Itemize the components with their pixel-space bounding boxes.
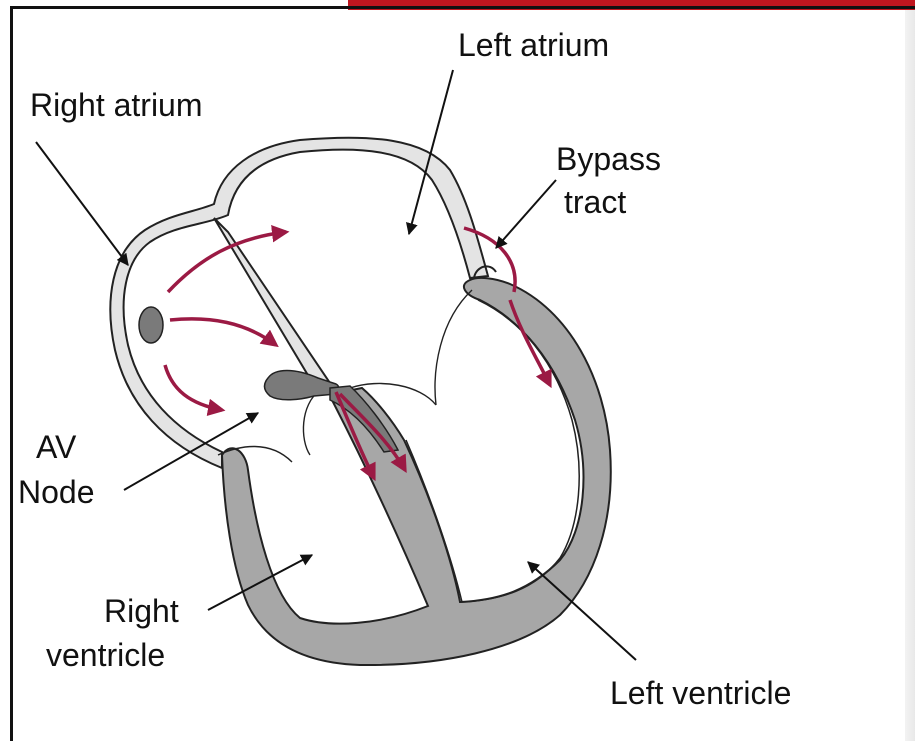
atrial-wall (110, 138, 488, 468)
leader-bypass-tract (496, 180, 556, 248)
label-right-atrium: Right atrium (30, 87, 203, 123)
label-av-line1: AV (36, 429, 77, 465)
ventricular-muscle (222, 278, 611, 665)
conduction-arrow (170, 319, 276, 345)
label-bypass-line1: Bypass (556, 141, 661, 177)
label-av-line2: Node (18, 474, 95, 510)
valve-leaflets (218, 290, 472, 462)
label-rv-line1: Right (104, 593, 179, 629)
conduction-arrow (165, 365, 222, 410)
label-left-ventricle: Left ventricle (610, 675, 791, 711)
leader-right-atrium (36, 142, 128, 265)
conduction-arrows (165, 228, 550, 478)
label-bypass-line2: tract (564, 184, 626, 220)
label-rv-line2: ventricle (46, 637, 165, 673)
label-left-atrium: Left atrium (458, 27, 609, 63)
sa-node (139, 307, 163, 343)
